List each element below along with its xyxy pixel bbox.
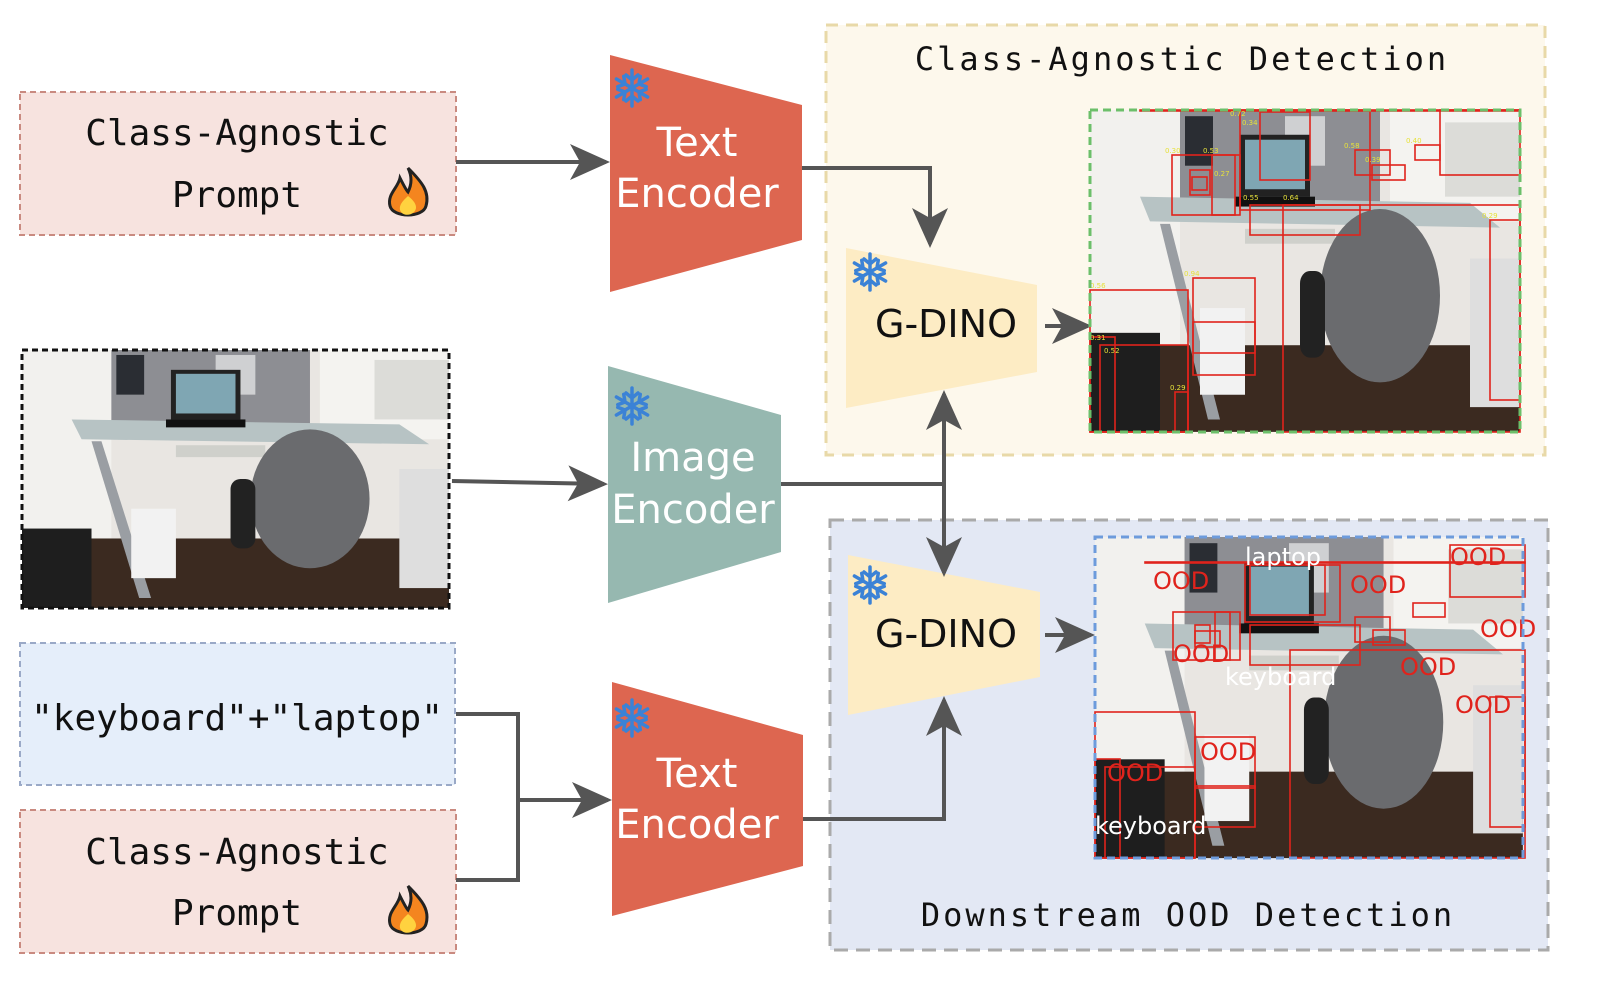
prompt-top-line1: Class-Agnostic bbox=[85, 113, 388, 154]
detection-score: 0.34 bbox=[1242, 119, 1258, 127]
ood-label: OOD bbox=[1200, 738, 1256, 766]
snowflake-icon bbox=[852, 252, 888, 292]
detection-box bbox=[1249, 624, 1361, 666]
class-label: keyboard bbox=[1225, 663, 1336, 691]
connectors bbox=[451, 144, 1095, 882]
class-agnostic-output-image: 0.720.34 0.30 0.53 0.27 0.55 0.64 0.58 0.39 0.40… bbox=[1088, 108, 1522, 434]
detection-score: 0.55 bbox=[1243, 194, 1259, 202]
class-agnostic-prompt-bottom bbox=[19, 809, 457, 954]
ood-label: OOD bbox=[1450, 543, 1506, 571]
class-label: laptop bbox=[1245, 543, 1321, 571]
ood-label: OOD bbox=[1400, 653, 1456, 681]
fire-icon bbox=[387, 884, 429, 935]
prompt-top-line2: Prompt bbox=[172, 175, 302, 216]
detection-score: 0.64 bbox=[1283, 194, 1299, 202]
gdino-bottom-label: G-DINO bbox=[875, 612, 1017, 656]
text-encoder-bottom-line2: Encoder bbox=[615, 802, 779, 848]
image-encoder-line2: Encoder bbox=[611, 487, 775, 533]
prompt-bottom-line1: Class-Agnostic bbox=[85, 832, 388, 873]
fire-icon bbox=[387, 166, 429, 217]
detection-score: 0.53 bbox=[1203, 147, 1219, 155]
detection-box bbox=[1249, 564, 1326, 616]
detection-box bbox=[1189, 169, 1211, 196]
class-names-prompt bbox=[19, 642, 456, 786]
detection-box bbox=[1489, 696, 1526, 828]
class-names-text: "keyboard"+"laptop" bbox=[31, 698, 443, 739]
ood-label: OOD bbox=[1350, 571, 1406, 599]
gdino-bottom: G-DINO bbox=[848, 555, 1040, 715]
gdino-top: G-DINO bbox=[846, 248, 1037, 408]
detection-score: 0.30 bbox=[1165, 147, 1181, 155]
input-image bbox=[20, 348, 451, 610]
text-encoder-bottom: Text Encoder bbox=[612, 682, 803, 916]
detection-box bbox=[1214, 611, 1241, 661]
text-encoder-bottom-line1: Text bbox=[656, 751, 738, 797]
detection-box bbox=[1259, 111, 1311, 181]
image-encoder: Image Encoder bbox=[608, 366, 781, 603]
ood-label: OOD bbox=[1173, 640, 1229, 668]
detection-box bbox=[1449, 544, 1526, 598]
detection-score: 0.27 bbox=[1214, 170, 1230, 178]
detection-box bbox=[1412, 602, 1446, 618]
detection-score: 0.29 bbox=[1482, 212, 1498, 220]
class-agnostic-detection-title: Class-Agnostic Detection bbox=[915, 40, 1449, 78]
image-encoder-line1: Image bbox=[630, 435, 755, 481]
detection-score: 0.29 bbox=[1170, 384, 1186, 392]
snowflake-icon bbox=[614, 68, 650, 108]
downstream-ood-detection-title: Downstream OOD Detection bbox=[921, 896, 1455, 934]
gdino-top-label: G-DINO bbox=[875, 302, 1017, 346]
detection-score: 0.72 bbox=[1230, 110, 1246, 118]
detection-box bbox=[1171, 154, 1236, 216]
detection-box bbox=[1211, 154, 1241, 216]
text-encoder-top-line1: Text bbox=[656, 120, 738, 166]
snowflake-icon bbox=[852, 565, 888, 605]
detection-score: 0.58 bbox=[1344, 142, 1360, 150]
detection-box bbox=[1174, 391, 1189, 433]
detection-score: 0.52 bbox=[1104, 347, 1120, 355]
detection-box bbox=[1372, 629, 1406, 646]
text-encoder-top: Text Encoder bbox=[610, 55, 802, 292]
ood-label: OOD bbox=[1455, 691, 1511, 719]
detection-box bbox=[1191, 176, 1208, 191]
class-label: keyboard bbox=[1095, 812, 1206, 840]
ood-label: OOD bbox=[1153, 567, 1209, 595]
detection-score: 0.31 bbox=[1090, 334, 1106, 342]
prompt-bottom-line2: Prompt bbox=[172, 893, 302, 934]
detection-score: 0.39 bbox=[1365, 156, 1381, 164]
detection-box bbox=[1172, 611, 1231, 661]
detection-score: 0.94 bbox=[1184, 270, 1200, 278]
detection-score: 0.56 bbox=[1090, 282, 1106, 290]
snowflake-icons bbox=[614, 68, 888, 738]
class-agnostic-prompt-top bbox=[19, 91, 457, 236]
detection-box bbox=[1192, 321, 1256, 354]
ood-label: OOD bbox=[1480, 615, 1536, 643]
detection-score: 0.40 bbox=[1406, 137, 1422, 145]
text-encoder-top-line2: Encoder bbox=[615, 171, 779, 217]
ood-label: OOD bbox=[1107, 759, 1163, 787]
snowflake-icon bbox=[614, 386, 650, 426]
detection-box bbox=[1371, 164, 1406, 181]
detection-box bbox=[1099, 344, 1189, 433]
snowflake-icon bbox=[614, 698, 650, 738]
detection-box bbox=[1194, 630, 1221, 648]
